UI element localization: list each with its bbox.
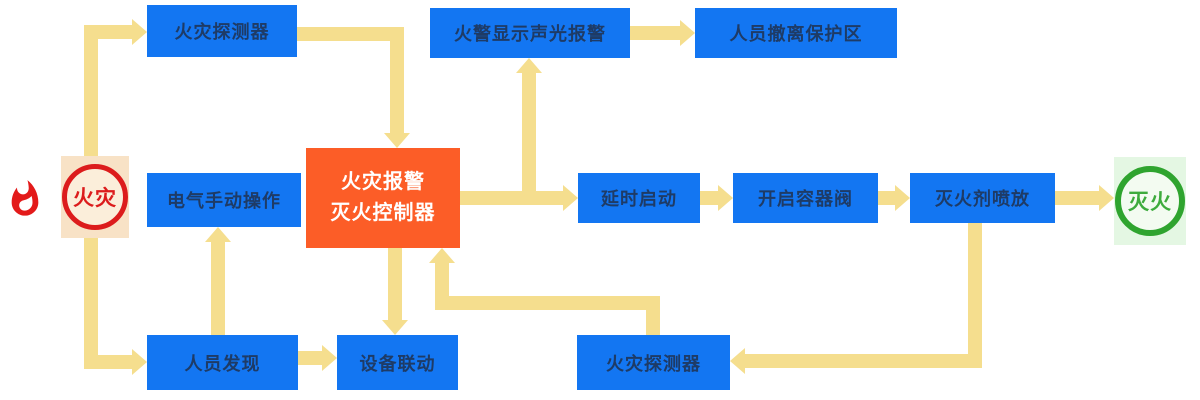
agent-discharge-label: 灭火剂喷放 [935,189,1030,209]
node-open-valve: 开启容器阀 [733,173,878,223]
fire-start-label: 火灾 [73,187,117,210]
connector-delay-to-valve [700,191,720,205]
manual-operation-label: 电气手动操作 [167,191,281,211]
equipment-linkage-label: 设备联动 [359,353,436,374]
fire-start-circle: 火灾 [62,164,128,230]
node-fire-extinguished: 灭火 [1114,157,1186,245]
connector-valve-to-agent [878,191,897,205]
connector-agent-to-detector-bottom [744,354,982,368]
open-valve-label: 开启容器阀 [758,189,853,209]
arrowhead-into-delay-start [563,185,578,211]
arrowhead-into-detector-bottom [730,348,745,374]
connector-detector-bottom-h [435,296,660,310]
node-equipment-linkage: 设备联动 [337,335,458,390]
node-delay-start: 延时启动 [578,173,700,223]
connector-branch-to-alarm [522,70,536,202]
arrowhead-into-alarm-display [516,58,542,73]
person-discover-label: 人员发现 [184,353,261,374]
connector-agent-down [968,223,982,368]
node-evacuate-zone: 人员撤离保护区 [695,8,897,58]
connector-alarm-to-evacuate [630,26,681,40]
node-manual-operation: 电气手动操作 [147,173,301,227]
flame-icon [11,180,39,216]
arrowhead-into-open-valve [718,185,733,211]
node-detector-bottom: 火灾探测器 [577,335,730,390]
arrowhead-into-equipment-top [382,320,408,335]
detector-top-label: 火灾探测器 [174,22,270,42]
connector-detector-bottom-v2 [435,263,449,310]
alarm-display-label: 火警显示声光报警 [454,24,606,44]
node-fire-start: 火灾 [61,156,129,238]
connector-detector-top-h [297,27,404,41]
connector-fire-to-person-discover [84,355,132,369]
node-detector-top: 火灾探测器 [147,5,297,57]
delay-start-label: 延时启动 [601,189,677,209]
detector-bottom-label: 火灾探测器 [606,353,701,374]
connector-person-to-manual [211,240,225,338]
connector-agent-to-extinguished [1055,191,1101,205]
node-agent-discharge: 灭火剂喷放 [910,173,1055,223]
connector-controller-to-equipment [388,248,402,320]
arrowhead-into-evacuate [680,20,695,46]
node-alarm-display: 火警显示声光报警 [430,8,630,58]
arrowhead-into-controller-top [384,133,410,148]
fire-extinguished-label: 灭火 [1128,191,1172,214]
controller-label: 火灾报警 灭火控制器 [330,171,436,224]
evacuate-zone-label: 人员撤离保护区 [729,24,863,44]
connector-fire-to-detector-top [84,25,132,39]
arrowhead-into-extinguished [1099,185,1114,211]
arrowhead-into-detector-top [132,19,147,45]
node-person-discover: 人员发现 [147,335,298,390]
arrowhead-into-person-discover [132,349,147,375]
arrowhead-into-manual-operation [205,227,231,242]
fire-extinguished-circle: 灭火 [1115,166,1185,236]
connector-controller-to-delay [460,191,564,205]
arrowhead-into-equipment-left [322,345,337,371]
connector-person-to-equipment [298,351,324,365]
arrowhead-into-agent-discharge [895,185,910,211]
node-controller: 火灾报警 灭火控制器 [306,148,460,248]
connector-detector-top-v [390,27,404,133]
arrowhead-into-controller-bottom [429,248,455,263]
